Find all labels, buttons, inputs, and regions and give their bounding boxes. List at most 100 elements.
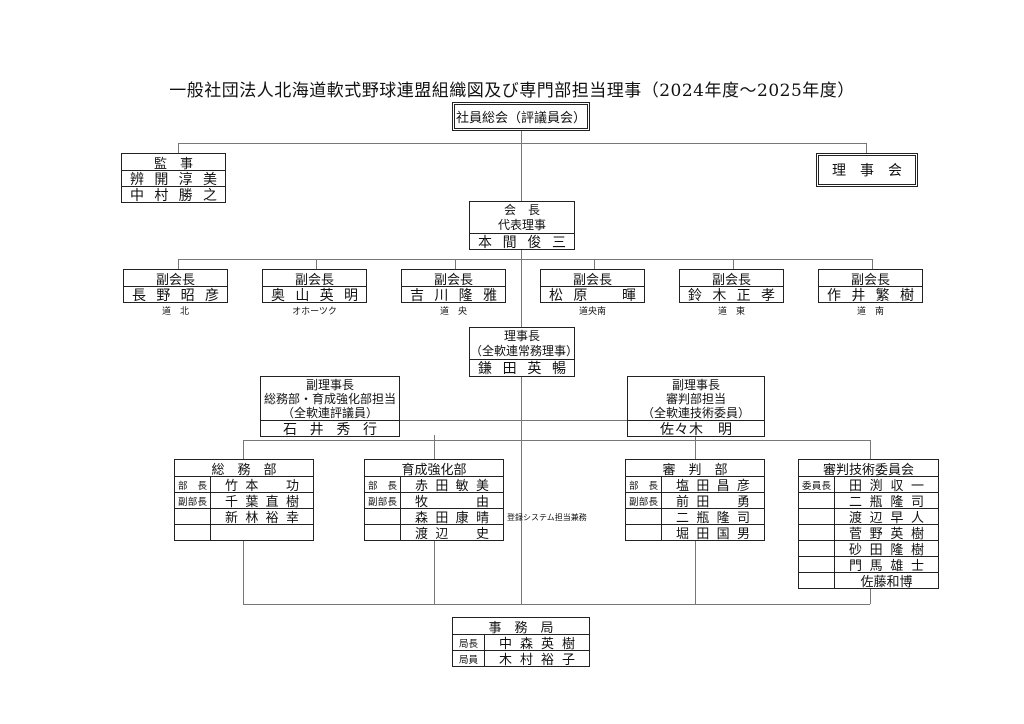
president-box: 会 長 代表理事 本間俊三 — [469, 201, 575, 251]
board-label: 理 事 会 — [832, 163, 902, 179]
auditors-box: 監 事 辨開淳美 中村勝之 — [121, 153, 226, 204]
vice-president-title: 副会長 — [294, 272, 334, 288]
role-label: 局長 — [458, 638, 478, 650]
connector-line — [866, 143, 867, 153]
role-label: 局員 — [458, 654, 478, 666]
vice-president-title: 副会長 — [572, 272, 612, 288]
vice-president-region: 道 東 — [717, 307, 745, 317]
member-name: 二瓶隆司 — [849, 495, 924, 510]
connector-line — [400, 420, 627, 421]
vice-president-box: 副会長 長野昭彦 — [123, 269, 228, 304]
vice-president-name: 松原 暉 — [549, 287, 636, 304]
vice-president-box: 副会長 松原 暉 — [540, 269, 645, 304]
member-name: 新林裕幸 — [225, 511, 299, 526]
vice-chairman-title: 副理事長 — [305, 378, 354, 392]
vice-president-title: 副会長 — [433, 272, 473, 288]
connector-line — [178, 143, 866, 144]
vice-president-name: 鈴木正孝 — [688, 287, 775, 304]
connector-line — [243, 440, 870, 441]
member-name: 森田康晴 — [415, 511, 489, 526]
member-name: 中森英樹 — [499, 637, 575, 652]
department-umpires: 審 判 部 部 長 塩田昌彦 副部長 前田 勇 二瓶隆司 堀田国男 — [625, 459, 765, 542]
department-development: 育成強化部 部 長 赤田敏美 副部長 牧 由 森田康晴 渡辺 史 — [364, 459, 504, 542]
member-name: 田渕収一 — [849, 479, 924, 494]
chairman-subtitle: （全軟連常務理事） — [470, 344, 579, 358]
department-title: 総 務 部 — [211, 462, 277, 478]
vice-chairman-subtitle: （全軟連評議員） — [281, 406, 378, 420]
role-label: 副部長 — [178, 496, 207, 508]
member-name: 堀田国男 — [676, 527, 750, 542]
general-meeting-label: 社員総会（評議員会） — [455, 111, 586, 126]
vice-president-box: 副会長 鈴木正孝 — [679, 269, 784, 304]
president-name: 本間俊三 — [478, 234, 566, 251]
member-name: 門馬雄士 — [849, 559, 924, 574]
auditors-title: 監 事 — [153, 156, 193, 172]
member-name: 塩田昌彦 — [676, 479, 750, 494]
connector-line — [178, 143, 179, 153]
vice-president-region: オホーツク — [292, 307, 337, 317]
vice-president-region: 道 央 — [439, 307, 467, 317]
member-name: 千葉直樹 — [225, 495, 299, 510]
connector-line — [594, 259, 595, 269]
member-name: 佐藤和博 — [860, 575, 913, 590]
chairman-title: 理事長 — [503, 329, 540, 343]
role-label: 副部長 — [629, 496, 658, 508]
department-general-affairs: 総 務 部 部 長 竹本 功 副部長 千葉直樹 新林裕幸 — [174, 459, 314, 541]
vice-president-title: 副会長 — [850, 272, 890, 288]
vice-chairman-role: 審判部担当 — [665, 392, 726, 406]
member-name: 渡辺 史 — [415, 527, 489, 542]
member-name: 砂田隆樹 — [849, 543, 924, 558]
department-title: 審判技術委員会 — [822, 462, 914, 478]
connector-line — [733, 259, 734, 269]
vice-president-title: 副会長 — [711, 272, 751, 288]
vice-chairman-title: 副理事長 — [671, 378, 720, 392]
vice-president-box: 副会長 作井繁樹 — [818, 269, 923, 304]
connector-line — [872, 259, 873, 269]
document-title: 一般社団法人北海道軟式野球連盟組織図及び専門部担当理事（2024年度～2025年… — [169, 81, 855, 101]
secretariat-title: 事 務 局 — [488, 620, 554, 636]
vice-president-region: 道央南 — [578, 307, 606, 317]
vice-president-region: 道 北 — [161, 307, 189, 317]
vice-president-box: 副会長 奥山英明 — [262, 269, 367, 304]
member-name: 菅野英樹 — [849, 527, 924, 542]
vice-chairman-name: 石井秀行 — [283, 421, 377, 438]
department-title: 審 判 部 — [662, 462, 728, 478]
president-subtitle: 代表理事 — [497, 218, 546, 232]
member-name: 竹本 功 — [225, 479, 299, 494]
vice-chairman-box: 副理事長 審判部担当 （全軟連技術委員） 佐々木 明 — [627, 376, 765, 438]
department-title: 育成強化部 — [401, 462, 467, 478]
vice-chairman-role: 総務部・育成強化部担当 — [263, 392, 396, 406]
role-label: 部 長 — [178, 480, 207, 492]
member-name: 前田 勇 — [676, 495, 750, 510]
connector-line — [178, 259, 872, 260]
secretariat-box: 事 務 局 局長 中森英樹 局員 木村裕子 — [452, 617, 590, 668]
vice-president-name: 奥山英明 — [271, 287, 358, 304]
role-label: 委員長 — [802, 480, 831, 492]
member-name: 渡辺早人 — [849, 511, 924, 526]
vice-president-region: 道 南 — [856, 307, 884, 317]
general-meeting-box: 社員総会（評議員会） — [452, 102, 590, 131]
role-label: 部 長 — [368, 480, 397, 492]
vice-president-name: 作井繁樹 — [827, 287, 914, 304]
member-name: 木村裕子 — [499, 653, 575, 668]
vice-president-name: 吉川隆雅 — [410, 287, 497, 304]
member-name: 赤田敏美 — [415, 479, 489, 494]
vice-president-name: 長野昭彦 — [132, 287, 219, 304]
member-name: 牧 由 — [415, 495, 489, 510]
member-note: 登録システム担当兼務 — [507, 513, 587, 522]
umpire-technical-committee: 審判技術委員会 委員長 田渕収一 二瓶隆司 渡辺早人 菅野英樹 砂田隆樹 門馬雄士… — [798, 459, 939, 590]
role-label: 副部長 — [368, 496, 397, 508]
auditor-name: 辨開淳美 — [130, 171, 217, 188]
role-label: 部 長 — [629, 480, 658, 492]
auditor-name: 中村勝之 — [130, 187, 217, 204]
board-box: 理 事 会 — [816, 153, 918, 187]
chairman-name: 鎌田英暢 — [478, 361, 566, 377]
member-name: 二瓶隆司 — [676, 511, 750, 526]
vice-chairman-box: 副理事長 総務部・育成強化部担当 （全軟連評議員） 石井秀行 — [260, 376, 400, 438]
vice-chairman-name: 佐々木 明 — [660, 421, 732, 438]
connector-line — [316, 259, 317, 269]
vice-president-title: 副会長 — [155, 272, 195, 288]
vice-president-box: 副会長 吉川隆雅 — [401, 269, 506, 304]
vice-chairman-subtitle: （全軟連技術委員） — [641, 406, 750, 420]
connector-line — [243, 604, 870, 605]
